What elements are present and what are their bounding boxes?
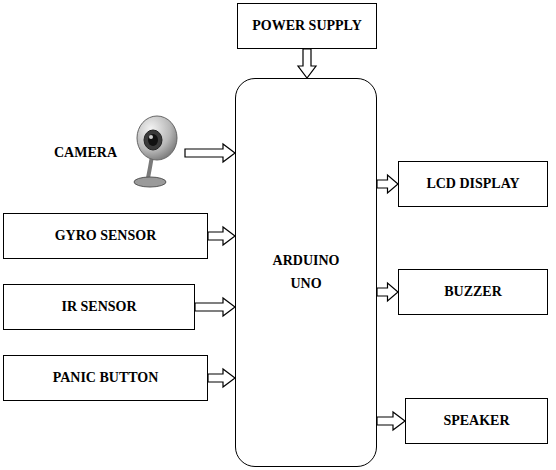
block-arrow [298,49,316,78]
block-box: LCD DISPLAY [398,161,548,207]
arrow-shape [185,144,235,162]
arrow-shape [377,412,405,430]
block-box: SPEAKER [405,398,548,444]
webcam-illustration [128,112,186,190]
camera-node: CAMERA [50,118,185,188]
block-box: PANIC BUTTON [3,355,208,401]
block-label: SPEAKER [443,410,509,432]
arrow-shape [377,283,398,301]
arrow-shape [377,175,398,193]
block-box: BUZZER [398,269,548,315]
block-arrow [185,144,235,162]
block-box: GYRO SENSOR [3,213,208,259]
block-label: LCD DISPLAY [426,173,519,195]
block-label: GYRO SENSOR [55,225,157,247]
arrow-shape [208,369,235,387]
block-arrow [195,298,235,316]
block-label: POWER SUPPLY [252,15,362,37]
block-arrow [208,369,235,387]
block-arrow [208,227,235,245]
block-label: BUZZER [444,281,502,303]
block-label: CAMERA [54,142,117,164]
block-label: IR SENSOR [61,296,136,318]
controller-box: ARDUINO UNO [235,78,377,467]
block-box: IR SENSOR [3,284,195,330]
block-box: POWER SUPPLY [237,3,377,49]
block-arrow [377,412,405,430]
block-arrow [377,283,398,301]
arrow-shape [195,298,235,316]
block-label: ARDUINO UNO [261,250,351,295]
arrow-shape [208,227,235,245]
arrow-shape [298,49,316,78]
block-label: PANIC BUTTON [53,367,159,389]
block-arrow [377,175,398,193]
